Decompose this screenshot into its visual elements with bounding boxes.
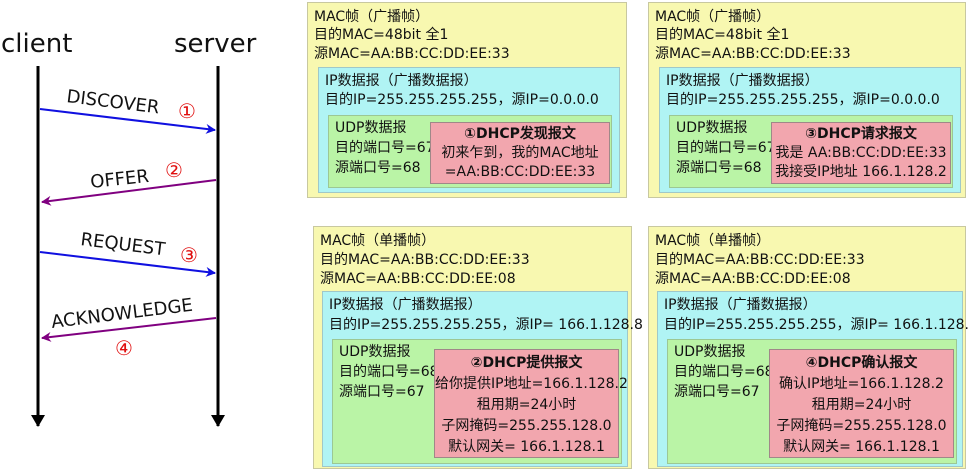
udp-src-port: 源端口号=67 xyxy=(339,384,425,400)
offer-number: ② xyxy=(165,158,183,182)
server-label: server xyxy=(174,29,257,59)
ip-addresses: 目的IP=255.255.255.255，源IP=0.0.0.0 xyxy=(666,92,940,108)
dhcp-message-line: 我接受IP地址 166.1.128.2 xyxy=(775,164,947,180)
mac-dst: 目的MAC=48bit 全1 xyxy=(314,27,449,43)
request-label: REQUEST xyxy=(79,229,167,260)
udp-dst-port: 目的端口号=68 xyxy=(339,364,439,380)
request-mac-frame: MAC帧（广播帧） 目的MAC=48bit 全1 源MAC=AA:BB:CC:D… xyxy=(648,2,966,198)
request-number: ③ xyxy=(180,243,198,267)
udp-title: UDP数据报 xyxy=(676,120,748,136)
dhcp-message-line: 初来乍到，我的MAC地址 xyxy=(441,145,599,161)
mac-src: 源MAC=AA:BB:CC:DD:EE:08 xyxy=(320,271,516,287)
mac-frame-title: MAC帧（广播帧） xyxy=(655,9,771,25)
dhcp-message-line: 默认网关= 166.1.128.1 xyxy=(783,439,940,455)
dhcp-message-line: 租用期=24小时 xyxy=(476,397,577,413)
mac-src: 源MAC=AA:BB:CC:DD:EE:08 xyxy=(655,271,851,287)
dhcp-message-line: 给你提供IP地址=166.1.128.2 xyxy=(435,376,628,392)
udp-title: UDP数据报 xyxy=(335,120,407,136)
mac-frame-title: MAC帧（单播帧） xyxy=(655,233,771,249)
mac-frame-title: MAC帧（单播帧） xyxy=(320,233,436,249)
dhcp-message-title: ④DHCP确认报文 xyxy=(805,355,918,371)
ip-datagram: IP数据报（广播数据报） 目的IP=255.255.255.255，源IP= 1… xyxy=(322,291,643,467)
dhcp-message-line: =AA:BB:CC:DD:EE:33 xyxy=(444,164,596,180)
acknowledge-number: ④ xyxy=(115,336,133,360)
ip-title: IP数据报（广播数据报） xyxy=(329,297,482,313)
request-arrow xyxy=(39,251,216,277)
dhcp-message-title: ②DHCP提供报文 xyxy=(470,355,583,371)
dhcp-message-title: ①DHCP发现报文 xyxy=(464,126,576,142)
offer-mac-frame: MAC帧（单播帧） 目的MAC=AA:BB:CC:DD:EE:33 源MAC=A… xyxy=(313,226,643,469)
udp-dst-port: 目的端口号=68 xyxy=(674,364,774,380)
mac-src: 源MAC=AA:BB:CC:DD:EE:33 xyxy=(314,46,510,62)
udp-datagram: UDP数据报 目的端口号=67 源端口号=68 ①DHCP发现报文 初来乍到，我… xyxy=(328,115,612,188)
acknowledge-arrow xyxy=(41,317,217,342)
dhcp-message-line: 子网掩码=255.255.128.0 xyxy=(776,418,947,434)
dhcp-message-line: 默认网关= 166.1.128.1 xyxy=(448,439,605,455)
mac-frame-title: MAC帧（广播帧） xyxy=(314,9,430,25)
udp-src-port: 源端口号=67 xyxy=(674,384,760,400)
udp-datagram: UDP数据报 目的端口号=67 源端口号=68 ③DHCP请求报文 我是 AA:… xyxy=(669,115,953,188)
ip-addresses: 目的IP=255.255.255.255，源IP= 166.1.128.8 xyxy=(664,317,970,333)
udp-title: UDP数据报 xyxy=(674,344,746,360)
discover-arrow xyxy=(39,108,216,134)
mac-src: 源MAC=AA:BB:CC:DD:EE:33 xyxy=(655,46,851,62)
dhcp-message-line: 我是 AA:BB:CC:DD:EE:33 xyxy=(775,145,947,161)
client-label: client xyxy=(1,29,72,59)
ip-title: IP数据报（广播数据报） xyxy=(325,73,478,89)
ip-datagram: IP数据报（广播数据报） 目的IP=255.255.255.255，源IP=0.… xyxy=(659,67,961,193)
udp-dst-port: 目的端口号=67 xyxy=(335,140,435,156)
mac-dst: 目的MAC=AA:BB:CC:DD:EE:33 xyxy=(320,252,530,268)
acknowledge-label: ACKNOWLEDGE xyxy=(50,295,194,333)
udp-src-port: 源端口号=68 xyxy=(335,160,421,176)
ip-datagram: IP数据报（广播数据报） 目的IP=255.255.255.255，源IP= 1… xyxy=(657,291,970,467)
ack-mac-frame: MAC帧（单播帧） 目的MAC=AA:BB:CC:DD:EE:33 源MAC=A… xyxy=(648,226,970,469)
dhcp-message-line: 确认IP地址=166.1.128.2 xyxy=(779,376,944,392)
offer-arrow xyxy=(41,179,217,206)
dhcp-sequence-diagram: client server DISCOVER ① OFFER ② REQUEST… xyxy=(1,29,257,427)
ip-title: IP数据报（广播数据报） xyxy=(664,297,817,313)
udp-title: UDP数据报 xyxy=(339,344,411,360)
ip-addresses: 目的IP=255.255.255.255，源IP=0.0.0.0 xyxy=(325,92,599,108)
dhcp-message-line: 子网掩码=255.255.128.0 xyxy=(441,418,612,434)
discover-mac-frame: MAC帧（广播帧） 目的MAC=48bit 全1 源MAC=AA:BB:CC:D… xyxy=(307,2,627,198)
dhcp-message: ②DHCP提供报文 给你提供IP地址=166.1.128.2 租用期=24小时 … xyxy=(434,349,628,458)
dhcp-message-title: ③DHCP请求报文 xyxy=(805,126,917,142)
udp-datagram: UDP数据报 目的端口号=68 源端口号=67 ④DHCP确认报文 确认IP地址… xyxy=(667,339,957,464)
dhcp-message: ④DHCP确认报文 确认IP地址=166.1.128.2 租用期=24小时 子网… xyxy=(769,349,954,458)
ip-datagram: IP数据报（广播数据报） 目的IP=255.255.255.255，源IP=0.… xyxy=(318,67,620,193)
mac-dst: 目的MAC=AA:BB:CC:DD:EE:33 xyxy=(655,252,865,268)
udp-dst-port: 目的端口号=67 xyxy=(676,140,776,156)
dhcp-message: ①DHCP发现报文 初来乍到，我的MAC地址 =AA:BB:CC:DD:EE:3… xyxy=(430,122,610,184)
dhcp-message: ③DHCP请求报文 我是 AA:BB:CC:DD:EE:33 我接受IP地址 1… xyxy=(771,122,951,184)
mac-dst: 目的MAC=48bit 全1 xyxy=(655,27,790,43)
udp-datagram: UDP数据报 目的端口号=68 源端口号=67 ②DHCP提供报文 给你提供IP… xyxy=(332,339,628,464)
ip-addresses: 目的IP=255.255.255.255，源IP= 166.1.128.8 xyxy=(329,317,643,333)
dhcp-message-line: 租用期=24小时 xyxy=(811,397,912,413)
udp-src-port: 源端口号=68 xyxy=(676,160,762,176)
ip-title: IP数据报（广播数据报） xyxy=(666,73,819,89)
discover-number: ① xyxy=(178,99,196,123)
